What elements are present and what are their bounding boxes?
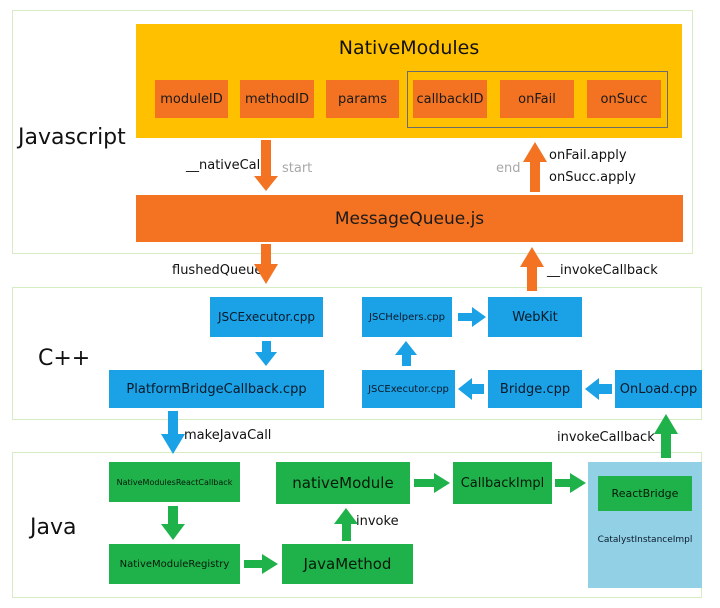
callback-return-arrow <box>523 142 547 192</box>
make-java-call-label: makeJavaCall <box>184 428 272 443</box>
native-call-arrow <box>254 140 278 191</box>
bridge-to-jsc-executor-arrow <box>458 378 484 400</box>
invoke-callback-java-arrow <box>654 414 678 458</box>
native-call-label: __nativeCall <box>186 158 264 173</box>
callback-id-box: callbackID <box>413 80 487 118</box>
jsc-helpers-box: JSCHelpers.cpp <box>362 297 452 337</box>
cpp-layer-label: C++ <box>38 346 91 371</box>
module-id-box: moduleID <box>155 80 228 118</box>
native-modules-title: NativeModules <box>338 37 480 59</box>
on-succ-box: onSucc <box>587 80 661 118</box>
native-module-box: nativeModule <box>276 462 410 504</box>
onload-box: OnLoad.cpp <box>615 370 702 408</box>
params-box: params <box>326 80 399 118</box>
catalyst-instance-impl-label: CatalystInstanceImpl <box>597 535 693 545</box>
react-bridge-box: ReactBridge <box>598 476 692 511</box>
flushed-queue-label: flushedQueue <box>172 263 263 278</box>
jsc-executor-bottom-box: JSCExecutor.cpp <box>362 370 455 408</box>
native-module-registry-box: NativeModuleRegistry <box>109 544 240 584</box>
native-modules-react-callback-box: NativeModulesReactCallback <box>109 462 240 502</box>
helpers-to-webkit-arrow <box>458 307 486 327</box>
webkit-box: WebKit <box>488 297 582 337</box>
registry-to-java-method-arrow <box>244 554 278 574</box>
javascript-layer-label: Javascript <box>18 125 126 150</box>
java-method-to-native-module-arrow <box>334 508 358 541</box>
java-method-box: JavaMethod <box>282 544 413 584</box>
callback-group-outline <box>407 71 668 128</box>
bridge-box: Bridge.cpp <box>488 370 582 408</box>
platform-bridge-callback-box: PlatformBridgeCallback.cpp <box>109 370 324 408</box>
on-succ-apply-label: onSucc.apply <box>549 170 636 185</box>
java-layer-label: Java <box>30 515 77 540</box>
method-id-box: methodID <box>240 80 314 118</box>
invoke-label: invoke <box>356 514 399 529</box>
end-label: end <box>496 161 521 176</box>
jsc-to-platform-arrow <box>255 341 277 366</box>
on-fail-box: onFail <box>500 80 574 118</box>
invoke-callback-js-arrow <box>520 247 544 291</box>
flushed-queue-arrow <box>254 244 278 284</box>
start-label: start <box>282 161 313 176</box>
jsc-executor-to-helpers-arrow <box>395 341 417 366</box>
jsc-executor-top-box: JSCExecutor.cpp <box>210 297 323 337</box>
react-callback-to-registry-arrow <box>161 506 185 540</box>
on-fail-apply-label: onFail.apply <box>549 148 627 163</box>
invoke-callback-js-label: __invokeCallback <box>547 263 658 278</box>
make-java-call-arrow <box>161 411 185 454</box>
callback-impl-to-catalyst-arrow <box>555 473 586 493</box>
onload-to-bridge-arrow <box>585 378 612 400</box>
invoke-callback-java-label: invokeCallback <box>557 430 655 445</box>
message-queue-box: MessageQueue.js <box>136 195 683 242</box>
callback-impl-box: CallbackImpl <box>453 462 552 504</box>
native-module-to-callback-impl-arrow <box>414 473 450 493</box>
